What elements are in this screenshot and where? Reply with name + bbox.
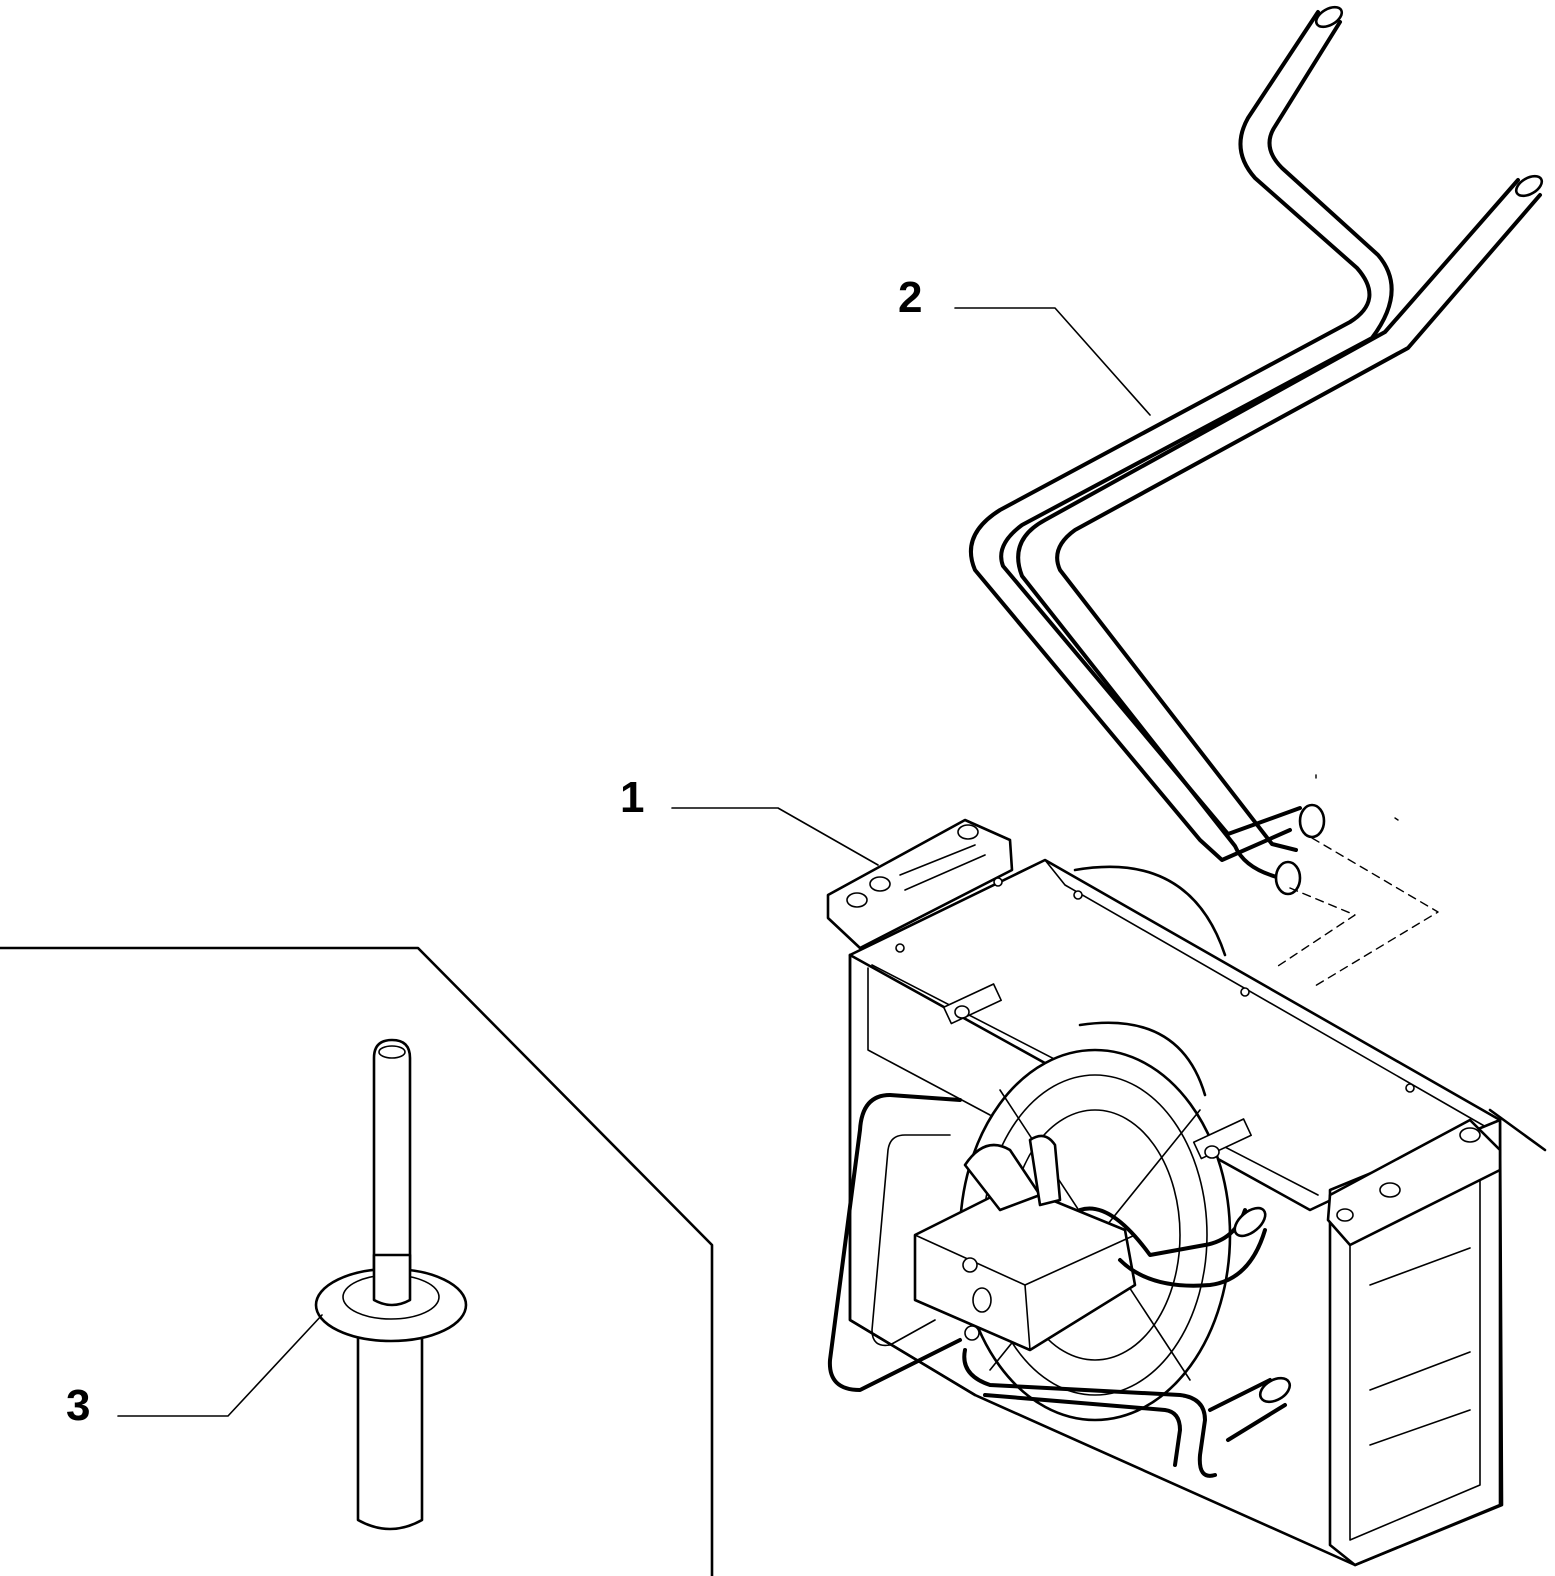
part-3-rivet[interactable] bbox=[314, 1038, 468, 1531]
leader-1 bbox=[671, 807, 879, 866]
part-1-heater-unit[interactable] bbox=[826, 818, 1547, 1567]
part-2-hoses[interactable] bbox=[969, 3, 1545, 896]
callout-3: 3 bbox=[66, 1381, 90, 1430]
callout-2: 2 bbox=[898, 273, 922, 322]
callout-1: 1 bbox=[620, 773, 644, 822]
leader-2 bbox=[954, 307, 1151, 416]
alignment-lines bbox=[1274, 774, 1439, 987]
leader-3 bbox=[117, 1314, 323, 1417]
inset-frame bbox=[0, 946, 714, 1576]
